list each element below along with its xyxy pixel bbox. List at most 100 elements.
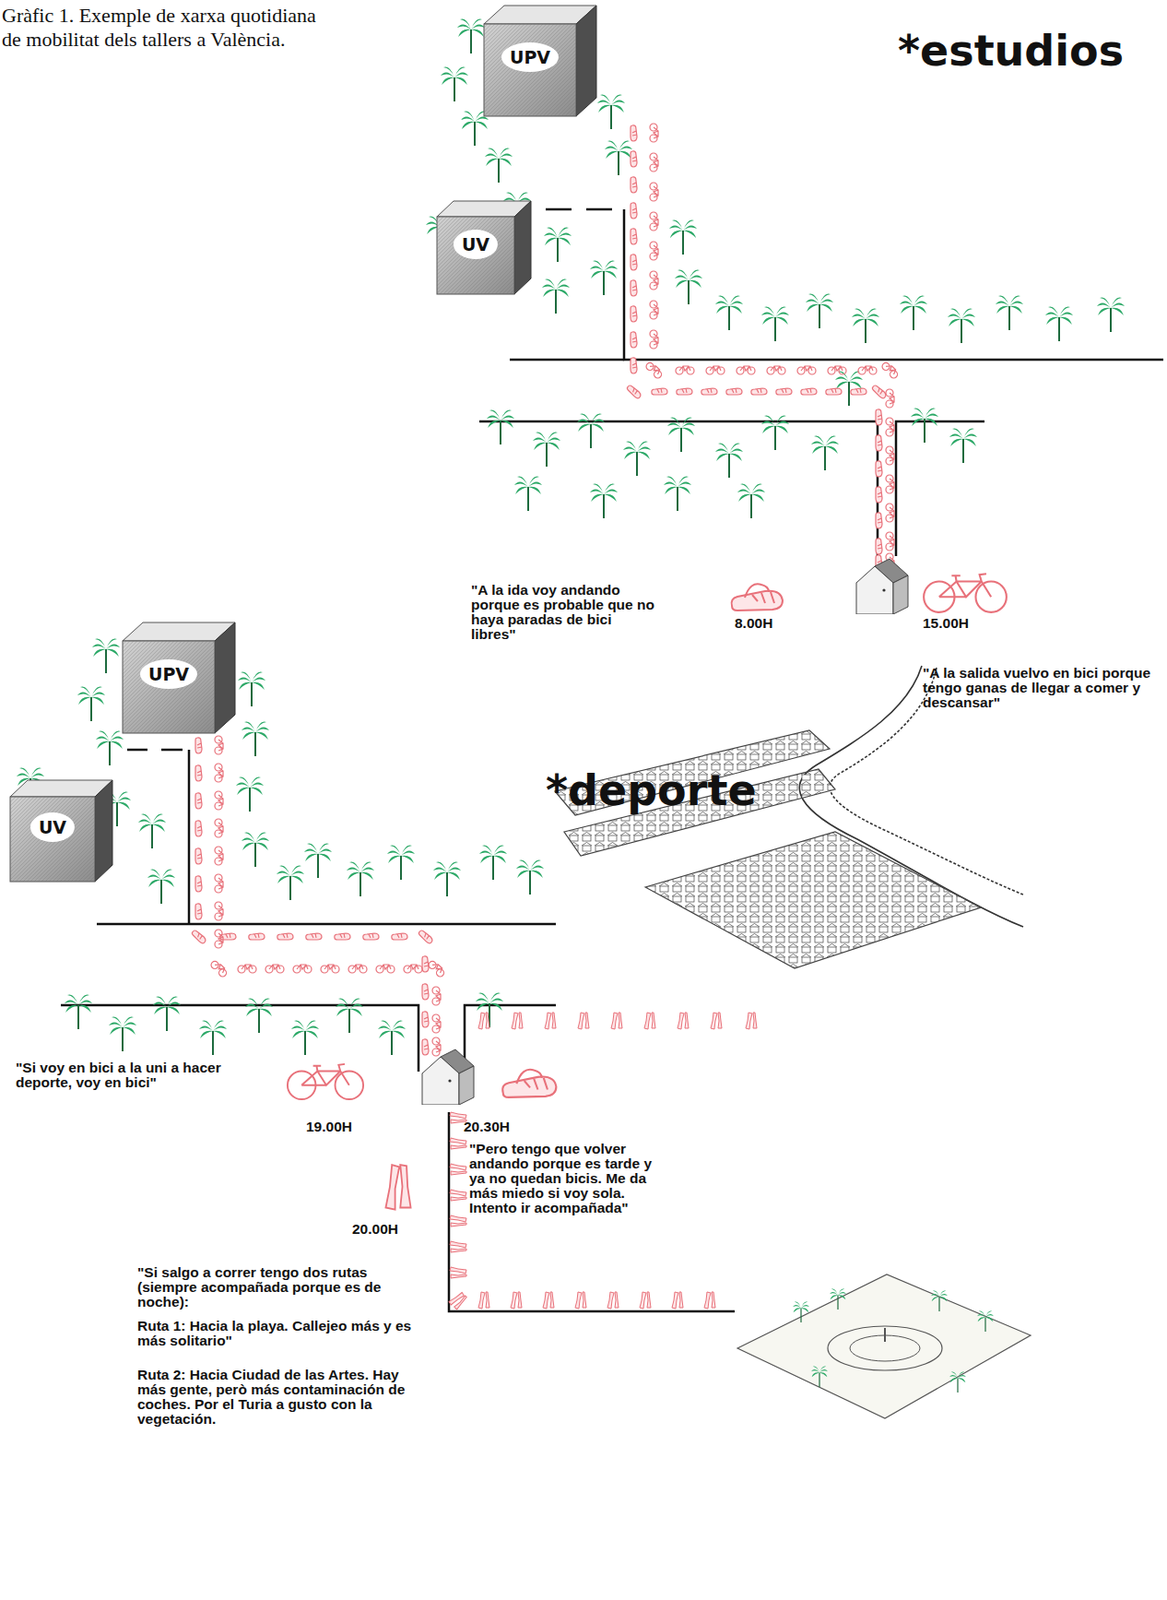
palm-tree bbox=[92, 637, 120, 673]
palm-tree bbox=[516, 859, 544, 895]
walking-route bbox=[634, 132, 880, 563]
palm-tree bbox=[514, 475, 543, 511]
palm-tree bbox=[737, 483, 766, 519]
time-label: 19.00H bbox=[306, 1119, 353, 1134]
quote-note: "Pero tengo que volver andando porque es… bbox=[469, 1141, 654, 1215]
quote-note: "A la ida voy andando porque es probable… bbox=[471, 582, 661, 642]
palm-tree bbox=[761, 306, 790, 342]
palm-tree bbox=[1096, 296, 1125, 332]
palm-tree bbox=[291, 1019, 319, 1055]
palm-tree bbox=[276, 864, 305, 900]
palm-tree bbox=[486, 409, 515, 445]
cube-hatching bbox=[122, 640, 215, 733]
street-dashed bbox=[545, 208, 613, 212]
running-route-beach bbox=[483, 1020, 752, 1022]
palm-tree bbox=[623, 440, 651, 476]
route-note: Ruta 2: Hacia Ciudad de las Artes. Hay m… bbox=[137, 1367, 414, 1427]
palm-tree bbox=[589, 259, 618, 295]
walking-route bbox=[199, 744, 426, 1047]
palm-tree bbox=[1045, 306, 1073, 342]
park-ground bbox=[737, 1273, 1031, 1418]
palm-tree bbox=[479, 844, 507, 880]
palm-tree bbox=[542, 278, 570, 314]
cube-hatching bbox=[483, 23, 577, 117]
palm-tree bbox=[851, 307, 880, 343]
building-label: UPV bbox=[140, 659, 198, 689]
cube-side bbox=[514, 200, 531, 295]
bike-icon bbox=[287, 1063, 364, 1099]
park-tree bbox=[792, 1300, 810, 1322]
palm-tree bbox=[433, 860, 461, 896]
building-label: UPV bbox=[501, 42, 559, 72]
park-tree bbox=[949, 1370, 967, 1392]
palm-tree bbox=[153, 995, 181, 1031]
palm-tree bbox=[835, 370, 863, 406]
palm-tree bbox=[543, 226, 572, 262]
palm-tree bbox=[805, 293, 834, 329]
building-cube: UPV bbox=[122, 622, 236, 733]
building-cube: UPV bbox=[483, 5, 597, 117]
home-house bbox=[856, 558, 908, 614]
palm-tree bbox=[387, 844, 415, 880]
time-label: 15.00H bbox=[922, 615, 969, 631]
cube-hatching bbox=[10, 796, 95, 882]
section-title: *deporte bbox=[545, 766, 757, 814]
palm-tree bbox=[899, 294, 928, 331]
cube-side bbox=[214, 622, 236, 733]
palm-tree bbox=[947, 307, 976, 343]
palm-tree bbox=[245, 997, 273, 1033]
palm-tree bbox=[147, 868, 176, 904]
palm-tree bbox=[597, 94, 625, 130]
park-tree bbox=[931, 1289, 948, 1311]
palm-tree bbox=[604, 140, 633, 176]
quote-note: "Si salgo a correr tengo dos rutas (siem… bbox=[137, 1264, 414, 1309]
building-label: UV bbox=[30, 812, 75, 842]
street-line bbox=[479, 421, 878, 582]
cube-front bbox=[10, 796, 95, 882]
street-line bbox=[188, 749, 191, 924]
bike-route bbox=[654, 132, 891, 563]
park-tree bbox=[811, 1365, 828, 1387]
building-label: UV bbox=[453, 229, 498, 260]
quote-note: "Si voy en bici a la uni a hacer deporte… bbox=[15, 1060, 258, 1090]
street-line bbox=[509, 358, 625, 362]
palm-tree bbox=[475, 991, 504, 1027]
street-line bbox=[895, 421, 985, 556]
palm-tree bbox=[64, 993, 93, 1029]
bike-route bbox=[219, 744, 437, 1047]
home-house bbox=[422, 1049, 474, 1105]
palm-tree bbox=[108, 1015, 137, 1051]
cube-side bbox=[94, 779, 113, 882]
palm-tree bbox=[589, 483, 618, 519]
palm-tree bbox=[346, 860, 375, 896]
cube-front bbox=[436, 216, 515, 295]
running-route-city bbox=[458, 1117, 710, 1300]
palm-tree bbox=[377, 1019, 406, 1055]
palm-tree bbox=[237, 671, 266, 707]
building-cube: UV bbox=[10, 779, 113, 882]
walk-icon bbox=[731, 583, 783, 611]
park-tree bbox=[977, 1309, 994, 1332]
building-cube: UV bbox=[436, 200, 531, 295]
palm-tree bbox=[440, 66, 469, 102]
quote-note: "A la salida vuelvo en bici porque tengo… bbox=[922, 665, 1165, 710]
figure-caption: Gràfic 1. Exemple de xarxa quotidiana de… bbox=[1, 3, 336, 52]
palm-tree bbox=[715, 442, 743, 478]
palm-tree bbox=[235, 776, 264, 812]
palm-tree bbox=[199, 1019, 227, 1055]
run-icon bbox=[385, 1164, 411, 1210]
street-dashed bbox=[127, 748, 183, 752]
palm-tree bbox=[95, 730, 124, 766]
palm-tree bbox=[674, 269, 703, 305]
palm-tree bbox=[457, 18, 485, 54]
town-block bbox=[645, 831, 981, 968]
palm-tree bbox=[715, 294, 743, 331]
palm-tree bbox=[484, 147, 513, 183]
route-note: Ruta 1: Hacia la playa. Callejeo más y e… bbox=[137, 1318, 425, 1348]
street-line bbox=[624, 209, 1164, 360]
cube-side bbox=[576, 5, 597, 117]
park-monument bbox=[884, 1327, 886, 1342]
cube-front bbox=[122, 640, 215, 733]
time-label: 20.00H bbox=[352, 1221, 399, 1237]
